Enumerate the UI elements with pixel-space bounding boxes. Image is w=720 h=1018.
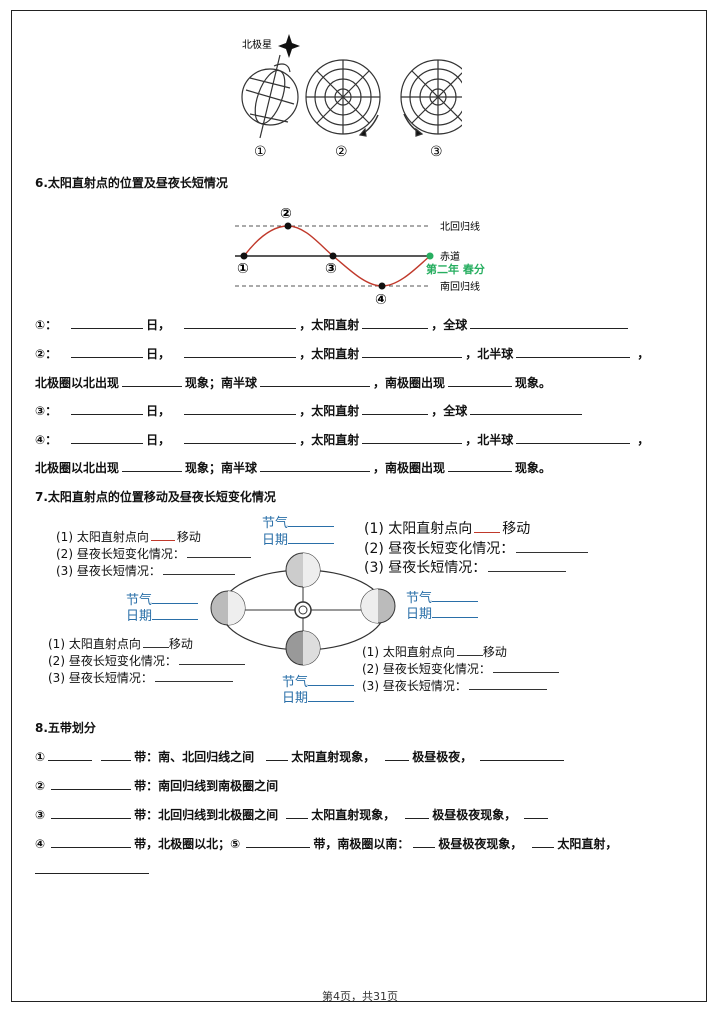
page-border <box>11 10 707 1002</box>
earth-orbit-diagram <box>210 552 396 666</box>
point-3-dot <box>329 252 337 260</box>
earth-left-icon <box>210 590 246 626</box>
q-group-topleft-3: (3) 昼夜长短情况： <box>56 563 235 580</box>
point-2-label: ② <box>280 206 292 222</box>
s6-row2-cont: 北极圈以北出现现象；南半球，南极圈出现现象。 <box>35 376 552 390</box>
s6-row3: ③：日，，太阳直射，全球 <box>35 402 585 419</box>
next-year-label: 第二年 春分 <box>426 262 485 276</box>
q-group-bottomright-2: (2) 昼夜长短变化情况： <box>362 661 559 678</box>
jieqi-top: 节气 <box>262 512 335 531</box>
point-2-dot <box>284 222 292 230</box>
point-4-label: ④ <box>375 292 387 308</box>
s8-row4-continuation-blank <box>35 862 149 874</box>
point-1-dot <box>240 252 248 260</box>
q-group-topleft-2: (2) 昼夜长短变化情况： <box>56 546 251 563</box>
section8-title: 8.五带划分 <box>35 721 96 735</box>
q-group-bottomleft-1: (1) 太阳直射点向移动 <box>48 637 193 651</box>
point-4-dot <box>378 282 386 290</box>
earth-bottom-icon <box>285 630 321 666</box>
polaris-label: 北极星 <box>242 38 272 51</box>
equator-label: 赤道 <box>440 250 460 263</box>
polar-view-2-icon <box>305 59 381 137</box>
s6-row1: ①：日，，太阳直射，全球 <box>35 316 631 333</box>
earth-top-icon <box>285 552 321 588</box>
globe-tilted-icon <box>241 54 299 139</box>
jieqi-bottom: 节气 <box>282 671 355 690</box>
point-next-dot <box>426 252 434 260</box>
polar-view-3-icon <box>400 59 462 137</box>
page-footer: 第4页，共31页 <box>322 990 398 1003</box>
q-group-bottomleft-3: (3) 昼夜长短情况： <box>48 670 233 687</box>
s6-row2: ②：日，，太阳直射，北半球， <box>35 347 650 361</box>
polaris-star-icon <box>278 34 300 58</box>
figure-label-2: ② <box>335 144 348 160</box>
jieqi-right: 节气 <box>406 587 479 606</box>
point-1-label: ① <box>237 261 249 277</box>
figure-label-3: ③ <box>430 144 443 160</box>
riqi-right: 日期 <box>406 603 479 622</box>
south-tropic-label: 南回归线 <box>440 280 480 293</box>
q-group-bottomleft-2: (2) 昼夜长短变化情况： <box>48 653 245 670</box>
section6-title: 6.太阳直射点的位置及昼夜长短情况 <box>35 176 228 190</box>
sun-icon <box>294 601 312 619</box>
jieqi-left: 节气 <box>126 589 199 608</box>
riqi-bottom: 日期 <box>282 687 355 706</box>
polar-rotation-figure: 北极星 ① ② ③ <box>241 34 462 160</box>
figure-label-1: ① <box>254 144 267 160</box>
q-group-bottomright-1: (1) 太阳直射点向移动 <box>362 645 507 659</box>
earth-right-icon <box>360 588 396 624</box>
q-group-topright-3: (3) 昼夜长短情况： <box>364 559 567 578</box>
s6-row4-cont: 北极圈以北出现现象；南半球，南极圈出现现象。 <box>35 461 552 475</box>
point-3-label: ③ <box>325 261 337 277</box>
section7-title: 7.太阳直射点的位置移动及昼夜长短变化情况 <box>35 490 276 504</box>
riqi-top: 日期 <box>262 529 335 548</box>
q-group-bottomright-3: (3) 昼夜长短情况： <box>362 678 547 695</box>
s6-row4: ④：日，，太阳直射，北半球， <box>35 433 650 447</box>
q-group-topright-2: (2) 昼夜长短变化情况： <box>364 540 589 559</box>
north-tropic-label: 北回归线 <box>440 220 480 233</box>
q-group-topright-1: (1) 太阳直射点向移动 <box>364 521 531 537</box>
riqi-left: 日期 <box>126 605 199 624</box>
q-group-topleft-1: (1) 太阳直射点向移动 <box>56 530 201 544</box>
subsolar-curve-diagram: ① ② ③ ④ 北回归线 赤道 第二年 春分 南回归线 <box>235 206 485 308</box>
